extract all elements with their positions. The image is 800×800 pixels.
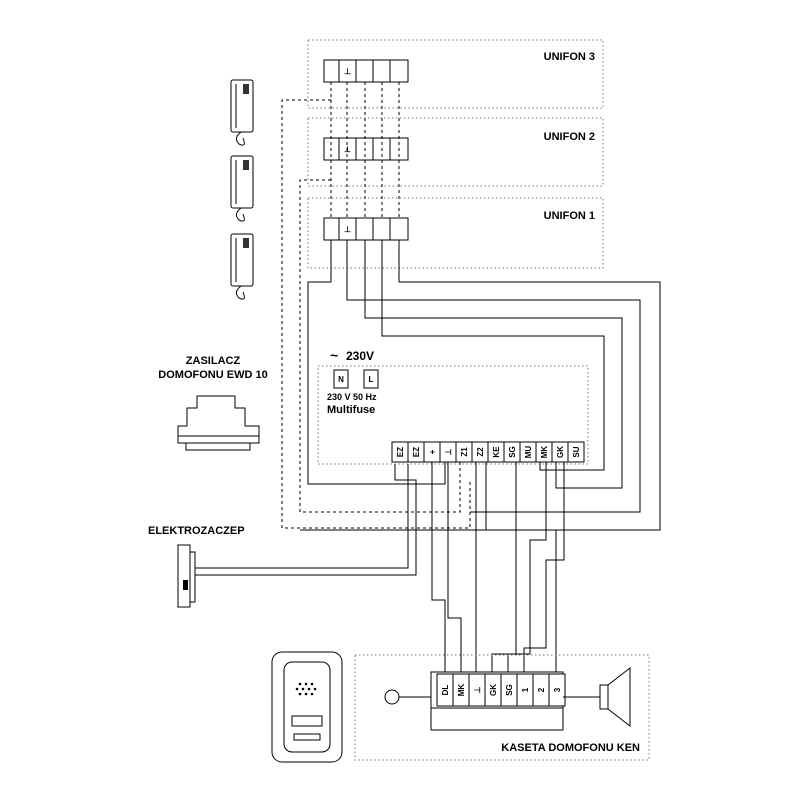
door-station-icon (271, 651, 343, 763)
unifon-1-wires (300, 240, 661, 531)
door-panel-terminal-label: DL (441, 685, 450, 696)
door-panel-terminal-label: MK (457, 684, 466, 697)
unifon-1-terminal-block: ⊥ (323, 217, 409, 241)
unifon-1-zone: UNIFON 1 (307, 197, 604, 269)
unifon-2-ground-symbol: ⊥ (344, 145, 351, 154)
unifon-2-terminal-block: ⊥ (323, 137, 409, 161)
handset-icon (230, 79, 254, 146)
door-panel-title: KASETA DOMOFONU KEN (501, 742, 640, 754)
unifon-3-label: UNIFON 3 (544, 51, 595, 63)
door-panel-terminal-label: ⊥ (473, 686, 482, 693)
power-supply-zone: ~ 230V N L 230 V 50 Hz Multifuse (317, 347, 589, 465)
handset-icon (230, 233, 254, 300)
power-supply-terminal-label: + (428, 449, 437, 454)
power-supply-terminal-label: Z1 (460, 447, 469, 457)
power-supply-terminal (567, 441, 585, 463)
power-supply-icon: ZASILACZ DOMOFONU EWD 10 (158, 355, 268, 451)
power-supply-terminal-label: GK (556, 446, 565, 458)
power-supply-terminal-label: MU (524, 446, 533, 459)
handset-icon (230, 155, 254, 222)
speaker-icon (563, 666, 631, 728)
door-panel-terminal-label: GK (489, 684, 498, 696)
fuse-label: Multifuse (327, 404, 375, 416)
power-supply-terminal-strip: EZ EZ + ⊥ Z1 Z2 KE SG MU MK GK SU (391, 441, 585, 463)
door-panel-terminal (548, 673, 566, 707)
mains-label: 230V (346, 349, 374, 363)
power-supply-terminal-label: EZ (412, 447, 421, 457)
unifon-1-label: UNIFON 1 (544, 210, 595, 222)
power-supply-terminal-label: EZ (396, 447, 405, 457)
frequency-label: 230 V 50 Hz (327, 392, 377, 402)
unifon-2-label: UNIFON 2 (544, 131, 595, 143)
panel-wires (431, 462, 565, 672)
microphone-icon (384, 689, 431, 705)
unifon-2-zone: UNIFON 2 (307, 117, 604, 187)
unifon-3-terminal-block: ⊥ (323, 59, 409, 83)
door-panel-terminal-strip: DL MK ⊥ GK SG 1 2 3 (436, 673, 566, 707)
power-supply-terminal-label: Z2 (476, 447, 485, 457)
power-supply-title-line1: ZASILACZ (186, 355, 241, 367)
n-terminal-label: N (338, 375, 344, 384)
handset-icons (230, 79, 254, 300)
power-supply-terminal-label: SG (508, 446, 517, 458)
electric-lock-icon: ELEKTROZACZEP (148, 464, 417, 608)
door-panel-terminal-label: 2 (537, 687, 546, 692)
power-supply-terminal-label: SU (572, 446, 581, 457)
door-panel-terminal-label: 1 (521, 687, 530, 692)
unifon-3-zone: UNIFON 3 (307, 39, 604, 109)
unifon-1-ground-symbol: ⊥ (344, 225, 351, 234)
mains-tilde: ~ (330, 347, 338, 363)
power-supply-terminal-label: MK (540, 446, 549, 459)
l-terminal-label: L (369, 375, 374, 384)
power-supply-title-line2: DOMOFONU EWD 10 (158, 369, 267, 381)
electric-lock-label: ELEKTROZACZEP (148, 525, 245, 537)
door-panel-terminal-label: 3 (553, 687, 562, 692)
power-supply-terminal-label: KE (492, 446, 501, 458)
unifon-3-ground-symbol: ⊥ (344, 67, 351, 76)
door-panel-terminal-label: SG (505, 684, 514, 696)
power-supply-terminal-label: ⊥ (444, 448, 453, 455)
door-panel-zone: KASETA DOMOFONU KEN DL MK ⊥ GK SG 1 2 3 (354, 654, 650, 761)
